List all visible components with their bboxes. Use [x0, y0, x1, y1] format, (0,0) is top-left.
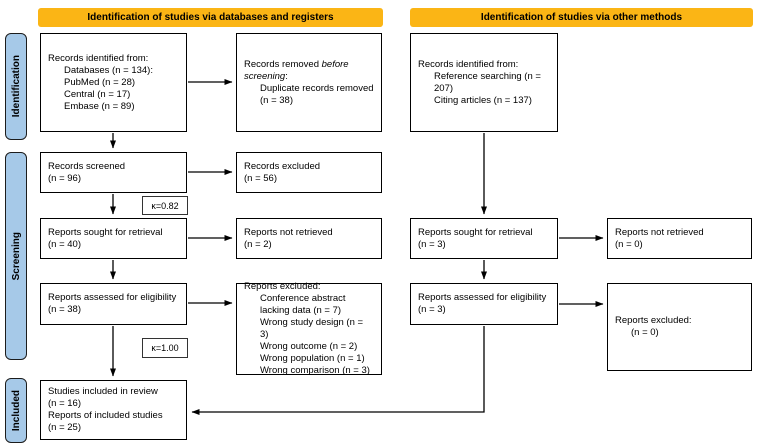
box-line: Records excluded — [244, 160, 321, 172]
stage-label-screening: Screening — [5, 152, 27, 360]
box-line: Reports not retrieved — [244, 226, 333, 238]
box-item: Wrong population (n = 1) — [260, 353, 365, 364]
box-line: (n = 25) — [48, 422, 82, 433]
box-other-reports-excluded: Reports excluded: (n = 0) — [607, 283, 752, 371]
box-item: Wrong comparison (n = 3) — [260, 365, 370, 376]
stage-label-screening-text: Screening — [10, 231, 22, 281]
box-reports-not-retrieved: Reports not retrieved (n = 2) — [236, 218, 382, 259]
box-line: Reports assessed for eligibility — [48, 292, 177, 303]
box-line: Reports excluded: — [615, 315, 692, 326]
box-title: Records identified from: — [418, 58, 519, 70]
box-records-identified-other: Records identified from: Reference searc… — [410, 33, 558, 132]
box-item: Databases (n = 134): — [64, 64, 153, 76]
box-other-reports-not-retrieved: Reports not retrieved (n = 0) — [607, 218, 752, 259]
box-line: Studies included in review — [48, 386, 158, 397]
box-item: Central (n = 17) — [64, 88, 131, 100]
stage-label-identification: Identification — [5, 33, 27, 140]
header-other-methods: Identification of studies via other meth… — [410, 8, 753, 27]
stage-label-included: Included — [5, 378, 27, 443]
box-line: (n = 3) — [418, 304, 446, 315]
box-studies-included: Studies included in review (n = 16) Repo… — [40, 380, 187, 440]
box-line: Reports sought for retrieval — [418, 226, 533, 238]
box-other-reports-sought-retrieval: Reports sought for retrieval (n = 3) — [410, 218, 558, 259]
stage-label-identification-text: Identification — [10, 55, 22, 118]
stage-label-included-text: Included — [10, 389, 22, 432]
box-item: Wrong study design (n = 3) — [260, 317, 364, 340]
box-line: (n = 56) — [244, 172, 278, 184]
box-item: Reference searching (n = 207) — [434, 70, 541, 94]
box-line: (n = 0) — [631, 327, 659, 338]
box-line: Records screened — [48, 160, 126, 172]
box-line: Reports not retrieved — [615, 226, 704, 238]
box-reports-excluded-reasons: Reports excluded: Conference abstract la… — [236, 281, 382, 376]
box-item: Citing articles (n = 137) — [434, 94, 532, 106]
box-reports-sought-retrieval: Reports sought for retrieval (n = 40) — [40, 218, 187, 259]
box-records-excluded: Records excluded (n = 56) — [236, 152, 382, 193]
box-item: PubMed (n = 28) — [64, 76, 136, 88]
box-item: Embase (n = 89) — [64, 100, 135, 112]
box-line: (n = 0) — [615, 238, 643, 250]
box-other-reports-assessed-eligibility: Reports assessed for eligibility (n = 3) — [410, 283, 558, 325]
box-records-removed-before-screening: Records removed before screening: Duplic… — [236, 33, 382, 132]
box-line: (n = 2) — [244, 238, 272, 250]
box-line: Reports of included studies — [48, 410, 163, 421]
box-title: Records removed before screening: — [244, 58, 349, 82]
kappa-eligibility-badge: κ=1.00 — [142, 338, 188, 358]
box-line: Reports sought for retrieval — [48, 226, 163, 238]
box-records-screened: Records screened (n = 96) — [40, 152, 187, 193]
kappa-screening-badge: κ=0.82 — [142, 196, 188, 215]
box-title: Records identified from: — [48, 52, 149, 64]
box-line: Reports assessed for eligibility — [418, 292, 547, 303]
box-reports-assessed-eligibility: Reports assessed for eligibility (n = 38… — [40, 283, 187, 325]
box-line: (n = 3) — [418, 238, 446, 250]
box-item: Wrong outcome (n = 2) — [260, 341, 358, 352]
box-title: Reports excluded: — [244, 281, 321, 292]
box-line: (n = 40) — [48, 238, 82, 250]
box-line: (n = 38) — [48, 304, 82, 315]
box-item: Conference abstract lacking data (n = 7) — [260, 293, 346, 316]
box-records-identified-databases: Records identified from: Databases (n = … — [40, 33, 187, 132]
box-line: (n = 96) — [48, 172, 82, 184]
box-line: (n = 16) — [48, 398, 82, 409]
box-item: Duplicate records removed (n = 38) — [260, 82, 374, 106]
header-databases-registers: Identification of studies via databases … — [38, 8, 383, 27]
